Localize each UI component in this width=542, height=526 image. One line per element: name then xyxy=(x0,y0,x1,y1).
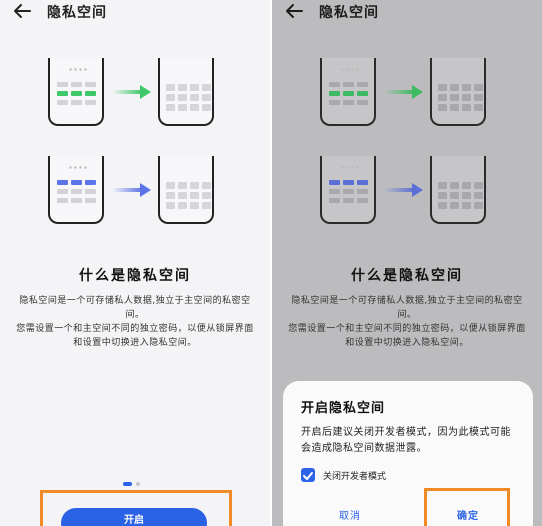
right-arrow-icon xyxy=(384,85,423,99)
checkbox-label: 关闭开发者模式 xyxy=(323,472,387,482)
highlight-confirm-button xyxy=(424,488,510,526)
right-arrow-icon xyxy=(112,85,151,99)
back-arrow-icon[interactable] xyxy=(12,3,32,19)
section-heading: 什么是隐私空间 xyxy=(351,268,463,284)
confirm-button[interactable]: 确定 xyxy=(457,511,479,522)
section-heading: 什么是隐私空间 xyxy=(79,268,191,284)
description-1: 隐私空间是一个可存储私人数据,独立于主空间的私密空间。 xyxy=(19,296,251,320)
page-title: 隐私空间 xyxy=(47,5,107,21)
dialog-message: 开启后建议关闭开发者模式，因为此模式可能会造成隐私空间数据泄露。 xyxy=(301,427,511,454)
back-arrow-icon[interactable] xyxy=(284,3,304,19)
top-bar: 隐私空间 xyxy=(0,0,270,26)
left-screen: 隐私空间 什么是 xyxy=(0,0,270,526)
page-indicator xyxy=(123,482,140,486)
enable-dialog: 开启隐私空间 开启后建议关闭开发者模式，因为此模式可能会造成隐私空间数据泄露。 … xyxy=(283,381,533,526)
phone-target xyxy=(158,58,214,126)
phone-source xyxy=(320,58,376,126)
highlight-open-button xyxy=(40,490,232,526)
top-bar: 隐私空间 xyxy=(272,0,542,26)
right-arrow-icon xyxy=(112,183,151,197)
page-dot xyxy=(136,482,140,486)
description-2: 您需设置一个和主空间不同的独立密码，以便从锁屏界面和设置中切换进入隐私空间。 xyxy=(288,324,526,348)
check-icon xyxy=(303,472,313,480)
page-dot-active xyxy=(123,482,132,486)
phone-target xyxy=(430,58,486,126)
description-1: 隐私空间是一个可存储私人数据,独立于主空间的私密空间。 xyxy=(291,296,523,320)
phone-source xyxy=(48,156,104,224)
description-2: 您需设置一个和主空间不同的独立密码，以便从锁屏界面和设置中切换进入隐私空间。 xyxy=(16,324,254,348)
page-title: 隐私空间 xyxy=(319,5,379,21)
open-button[interactable]: 开启 xyxy=(61,508,207,526)
phone-target xyxy=(158,156,214,224)
phone-target xyxy=(430,156,486,224)
right-arrow-icon xyxy=(384,183,423,197)
cancel-button[interactable]: 取消 xyxy=(339,511,361,522)
divider xyxy=(270,0,272,526)
phone-source xyxy=(48,58,104,126)
dialog-title: 开启隐私空间 xyxy=(301,401,386,416)
phone-source xyxy=(320,156,376,224)
developer-mode-checkbox[interactable] xyxy=(301,468,315,482)
